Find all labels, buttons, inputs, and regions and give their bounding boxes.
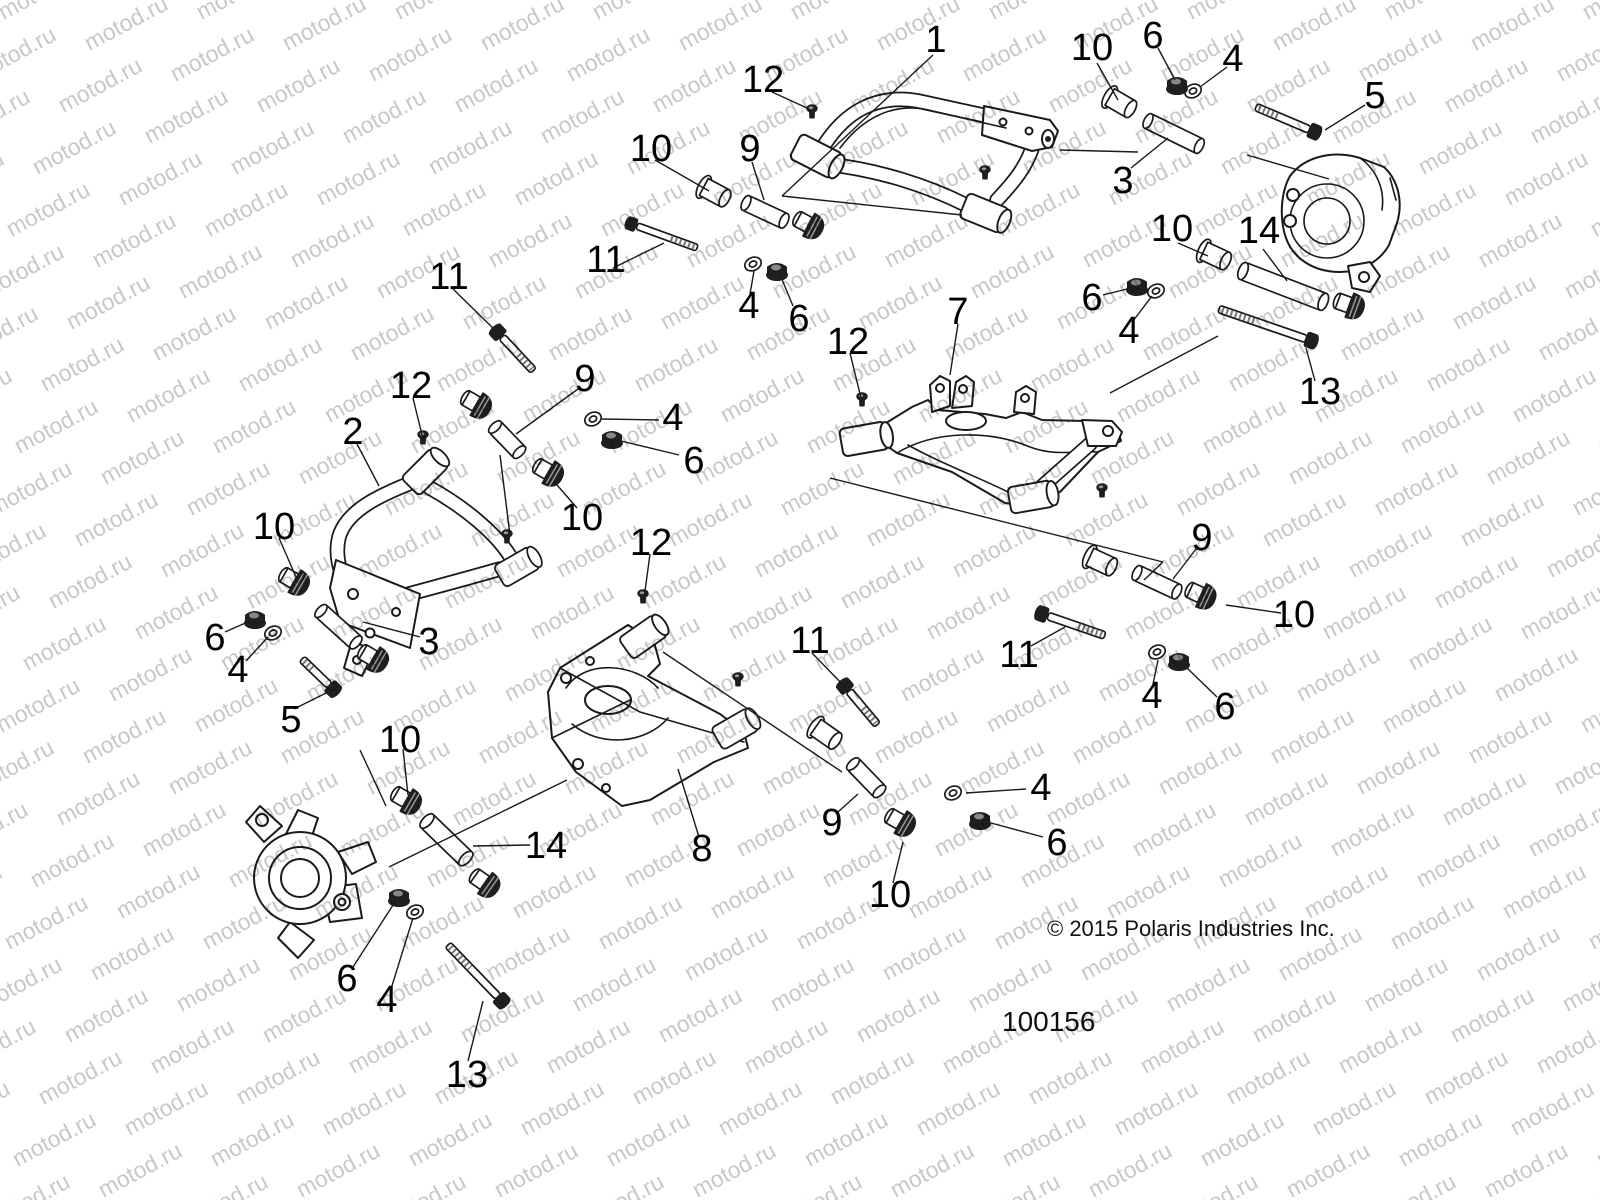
callout-13: 13 — [1299, 371, 1341, 413]
callout-9: 9 — [574, 358, 595, 400]
callout-12: 12 — [742, 59, 784, 101]
callout-6: 6 — [1214, 686, 1235, 728]
copyright-text: © 2015 Polaris Industries Inc. — [1047, 916, 1335, 941]
bolts — [299, 103, 1323, 1010]
callout-10: 10 — [379, 719, 421, 761]
callout-10: 10 — [1273, 594, 1315, 636]
callout-11: 11 — [429, 256, 468, 298]
callout-4: 4 — [227, 649, 248, 691]
callout-12: 12 — [390, 365, 432, 407]
callout-2: 2 — [342, 411, 363, 453]
callout-14: 14 — [1238, 210, 1280, 252]
callout-6: 6 — [1081, 277, 1102, 319]
callout-4: 4 — [1222, 38, 1243, 80]
callout-10: 10 — [561, 497, 603, 539]
callout-3: 3 — [418, 621, 439, 663]
callout-4: 4 — [738, 285, 759, 327]
callout-14: 14 — [525, 825, 567, 867]
callout-4: 4 — [1141, 675, 1162, 717]
callout-6: 6 — [683, 440, 704, 482]
bearing-carrier-right — [1280, 153, 1401, 293]
callout-8: 8 — [691, 828, 712, 870]
callout-6: 6 — [1046, 822, 1067, 864]
callout-11: 11 — [790, 620, 829, 662]
callout-9: 9 — [1191, 517, 1212, 559]
callout-6: 6 — [788, 298, 809, 340]
callout-10: 10 — [869, 874, 911, 916]
callout-4: 4 — [662, 397, 683, 439]
callout-5: 5 — [1364, 75, 1385, 117]
callout-9: 9 — [821, 802, 842, 844]
callout-11: 11 — [586, 239, 625, 281]
callout-4: 4 — [376, 979, 397, 1021]
callout-3: 3 — [1112, 160, 1133, 202]
callout-10: 10 — [1071, 27, 1113, 69]
callout-5: 5 — [280, 699, 301, 741]
callout-12: 12 — [827, 321, 869, 363]
drawn-parts — [244, 77, 1401, 1010]
callout-1: 1 — [925, 19, 946, 61]
callout-4: 4 — [1118, 310, 1139, 352]
leader-lines — [224, 47, 1366, 1062]
diagram-number: 100156 — [1002, 1006, 1095, 1037]
callout-6: 6 — [204, 617, 225, 659]
callout-11: 11 — [999, 634, 1038, 676]
callout-6: 6 — [336, 958, 357, 1000]
lower-control-arm-left — [547, 610, 765, 807]
callout-12: 12 — [630, 522, 672, 564]
callout-13: 13 — [446, 1054, 488, 1096]
callout-9: 9 — [739, 128, 760, 170]
callout-10: 10 — [1151, 208, 1193, 250]
spacer-tubes — [314, 112, 1330, 867]
upper-control-arm-right — [788, 91, 1059, 237]
callout-4: 4 — [1030, 767, 1051, 809]
callout-10: 10 — [630, 128, 672, 170]
callout-6: 6 — [1142, 15, 1163, 57]
lower-control-arm-right — [837, 375, 1123, 515]
bearing-carrier-left — [245, 805, 377, 959]
callout-10: 10 — [253, 506, 295, 548]
callout-7: 7 — [947, 291, 968, 333]
